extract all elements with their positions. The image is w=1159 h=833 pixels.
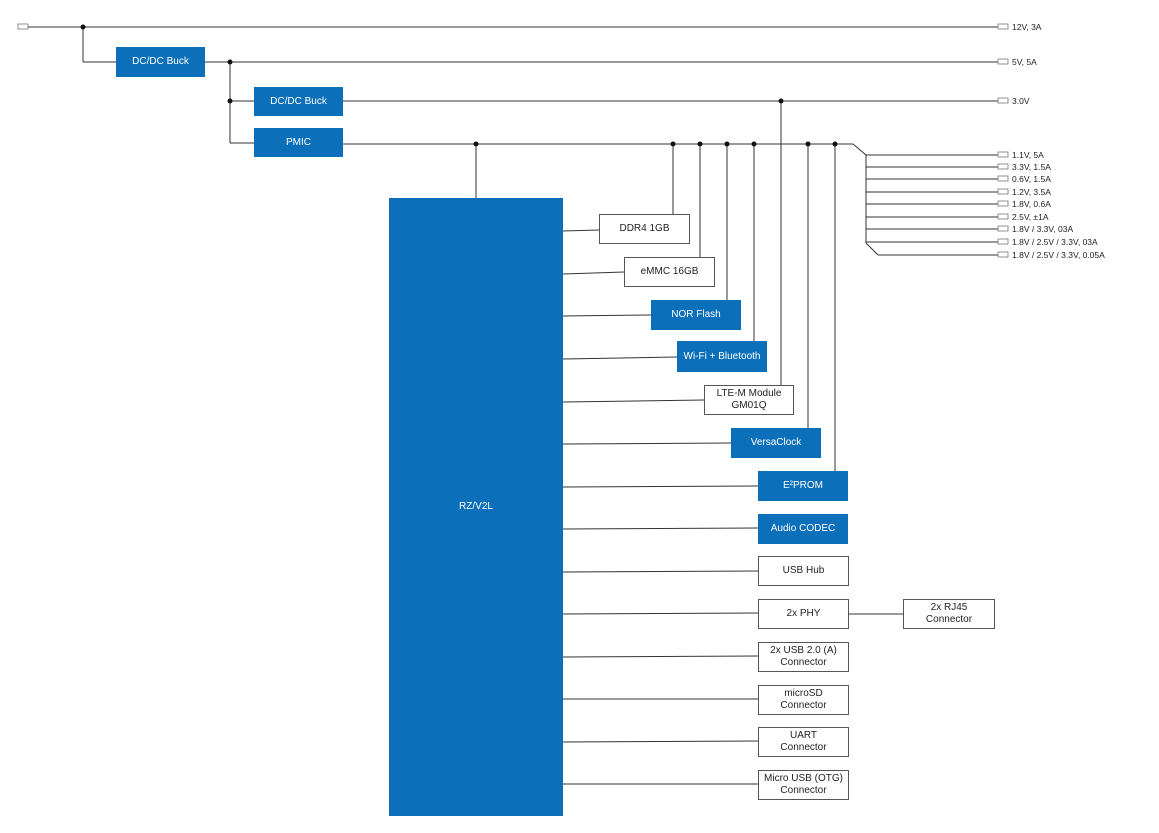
uart-connector-block: UART Connector bbox=[758, 727, 849, 757]
usb-a-label-line2: Connector bbox=[780, 657, 827, 668]
input-rail-label: 12V, 3A bbox=[1012, 22, 1042, 32]
pmic-output-label: 1.8V, 0.6A bbox=[1012, 199, 1051, 209]
versaclock-label: VersaClock bbox=[750, 437, 802, 448]
audio-codec-label: Audio CODEC bbox=[770, 523, 836, 534]
usb-a-label-line1: 2x USB 2.0 (A) bbox=[770, 645, 837, 656]
pmic-output-label: 0.6V, 1.5A bbox=[1012, 174, 1051, 184]
soc-block: RZ/V2L bbox=[389, 198, 563, 816]
pmic-output-label: 3.3V, 1.5A bbox=[1012, 162, 1051, 172]
versaclock-block: VersaClock bbox=[731, 428, 821, 458]
rj45-label-line1: 2x RJ45 bbox=[930, 602, 968, 613]
nor-flash-label: NOR Flash bbox=[671, 309, 721, 320]
pmic-output-label: 1.1V, 5A bbox=[1012, 150, 1044, 160]
junction-dots bbox=[80, 24, 838, 147]
pmic-output-label: 1.8V / 2.5V / 3.3V, 03A bbox=[1012, 237, 1098, 247]
micro-usb-otg-label-line1: Micro USB (OTG) bbox=[764, 773, 843, 784]
output-markers bbox=[997, 23, 1009, 258]
emmc-label: eMMC 16GB bbox=[640, 266, 699, 277]
usb-hub-block: USB Hub bbox=[758, 556, 849, 586]
emmc-block: eMMC 16GB bbox=[624, 257, 715, 287]
dcdc-buck-1-block: DC/DC Buck bbox=[116, 47, 205, 77]
pmic-label: PMIC bbox=[286, 136, 311, 148]
pmic-output-label: 1.8V / 3.3V, 03A bbox=[1012, 224, 1074, 234]
eeprom-block: E²PROM bbox=[758, 471, 848, 501]
usb-a-connector-block: 2x USB 2.0 (A) Connector bbox=[758, 642, 849, 672]
ddr4-label: DDR4 1GB bbox=[619, 223, 670, 234]
dcdc-buck-2-block: DC/DC Buck bbox=[254, 87, 343, 116]
dcdc-buck-1-label: DC/DC Buck bbox=[132, 56, 189, 67]
uart-label-line2: Connector bbox=[780, 742, 827, 753]
lte-module-label-line2: GM01Q bbox=[731, 400, 767, 411]
rj45-connector-block: 2x RJ45 Connector bbox=[903, 599, 995, 629]
micro-usb-otg-label-line2: Connector bbox=[780, 785, 827, 796]
audio-codec-block: Audio CODEC bbox=[758, 514, 848, 544]
uart-label-line1: UART bbox=[789, 730, 818, 741]
rail-3v-label: 3.0V bbox=[1012, 96, 1030, 106]
pmic-output-label: 1.2V, 3.5A bbox=[1012, 187, 1051, 197]
microsd-connector-block: microSD Connector bbox=[758, 685, 849, 715]
input-marker bbox=[17, 23, 29, 30]
ddr4-block: DDR4 1GB bbox=[599, 214, 690, 244]
soc-label: RZ/V2L bbox=[459, 501, 493, 512]
eeprom-label: E²PROM bbox=[783, 480, 823, 491]
rail-5v-label: 5V, 5A bbox=[1012, 57, 1037, 67]
wifi-bluetooth-label: Wi-Fi + Bluetooth bbox=[683, 350, 761, 362]
lte-module-block: LTE-M Module GM01Q bbox=[704, 385, 794, 415]
phy-label: 2x PHY bbox=[786, 608, 821, 619]
pmic-output-label: 2.5V, ±1A bbox=[1012, 212, 1049, 222]
pmic-output-label: 1.8V / 2.5V / 3.3V, 0.05A bbox=[1012, 250, 1105, 260]
microsd-label-line1: microSD bbox=[784, 688, 823, 699]
phy-block: 2x PHY bbox=[758, 599, 849, 629]
rj45-label-line2: Connector bbox=[925, 614, 973, 625]
nor-flash-block: NOR Flash bbox=[651, 300, 741, 330]
dcdc-buck-2-label: DC/DC Buck bbox=[270, 95, 327, 107]
micro-usb-otg-connector-block: Micro USB (OTG) Connector bbox=[758, 770, 849, 800]
pmic-block: PMIC bbox=[254, 128, 343, 157]
microsd-label-line2: Connector bbox=[780, 700, 827, 711]
usb-hub-label: USB Hub bbox=[782, 565, 825, 576]
lte-module-label-line1: LTE-M Module bbox=[716, 388, 782, 399]
wifi-bluetooth-block: Wi-Fi + Bluetooth bbox=[677, 341, 767, 372]
